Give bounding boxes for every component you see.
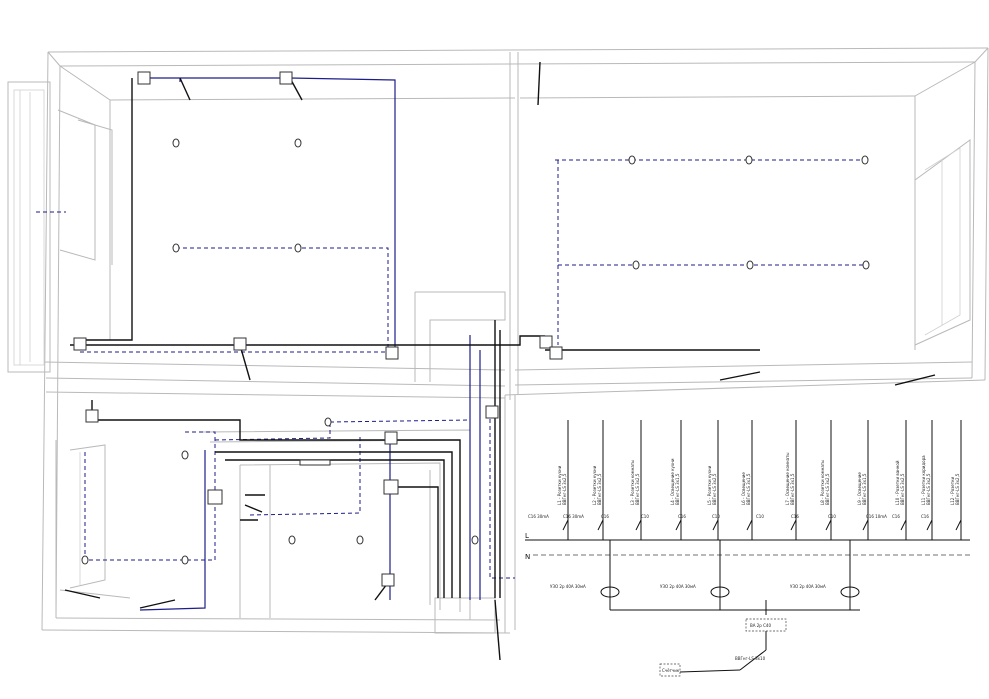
- feeder-label: L2 - Розетки кухни: [592, 465, 597, 505]
- feeder-breaker: C10: [641, 514, 649, 519]
- feeder-cable: ВВГнг-LS 3х2,5: [955, 473, 960, 505]
- feeder-breaker: C16 30mA: [563, 514, 584, 519]
- bus-label-n: N: [525, 553, 530, 561]
- feeder-cable: ВВГнг-LS 3х1,5: [746, 473, 751, 505]
- power-wiring: [64, 61, 936, 661]
- feeder-label: L5 - Розетки кухни: [707, 465, 712, 505]
- junction-boxes: [73, 71, 563, 587]
- feeder-label: L12 - Розетки: [950, 477, 955, 505]
- feeder-label: L8 - Розетки комнаты: [820, 460, 825, 505]
- feeder-cable: ВВГнг-LS 3х2,5: [712, 473, 717, 505]
- feeder-label: L7 - Освещение комнаты: [785, 452, 790, 505]
- light-points: [81, 138, 870, 565]
- feeder-breaker: C16 10mA: [866, 514, 887, 519]
- feeder-label: L3 - Розетки комнаты: [630, 460, 635, 505]
- feeder-cable: ВВГнг-LS 3х2,5: [900, 473, 905, 505]
- feeder-breaker: C16: [678, 514, 686, 519]
- feeder-label: L11 - Розетки коридора: [921, 455, 926, 505]
- feeder-cable: ВВГнг-LS 3х2,5: [562, 473, 567, 505]
- rcd: УЗО 2р 40А 30мА: [660, 540, 730, 610]
- lighting-wiring: [36, 77, 865, 611]
- rcd-label: УЗО 2р 40А 30мА: [660, 584, 696, 589]
- feeder-label: L10 - Розетки ванной: [895, 460, 900, 505]
- rcd: УЗО 2р 40А 30мА: [790, 540, 860, 610]
- feeder-cable: ВВГнг-LS 3х2,5: [926, 473, 931, 505]
- feeder-breaker: C16: [601, 514, 609, 519]
- feeder-cable: ВВГнг-LS 3х2,5: [635, 473, 640, 505]
- feeder-breaker: C16: [791, 514, 799, 519]
- feeder-breaker: C10: [756, 514, 764, 519]
- feeder-cable: ВВГнг-LS 3х1,5: [862, 473, 867, 505]
- main-breaker-label: ВА 2р С40: [750, 623, 771, 628]
- feeder-label: L6 - Освещение: [741, 472, 746, 505]
- feeder-label: L9 - Освещение: [857, 472, 862, 505]
- feeder-label: L1 - Розетки кухни: [557, 465, 562, 505]
- bus-label-l: L: [525, 532, 529, 540]
- feeder-breaker: C16: [921, 514, 929, 519]
- rcd-label: УЗО 2р 40А 30мА: [790, 584, 826, 589]
- feeder-cable: ВВГнг-LS 3х1,5: [675, 473, 680, 505]
- feeder-cable: ВВГнг-LS 3х2,5: [597, 473, 602, 505]
- feeder-cable: ВВГнг-LS 3х1,5: [790, 473, 795, 505]
- feeder-breaker: C16 30mA: [528, 514, 549, 519]
- building-walls: [7, 47, 989, 634]
- feeder-breaker: C16: [892, 514, 900, 519]
- rcd-label: УЗО 2р 40А 30мА: [550, 584, 586, 589]
- feeder-breaker: C10: [828, 514, 836, 519]
- meter-label: Счётчик: [662, 668, 680, 673]
- input-cable-label: ВВГнг-LS 3х10: [735, 656, 766, 661]
- feeder-label: L4 - Освещение кухни: [670, 458, 675, 505]
- feeder-breaker: C10: [712, 514, 720, 519]
- rcd-devices: УЗО 2р 40А 30мА УЗО 2р 40А 30мА УЗО 2р 40А…: [550, 540, 860, 610]
- rcd: УЗО 2р 40А 30мА: [550, 540, 620, 610]
- feeder-cable: ВВГнг-LS 3х2,5: [825, 473, 830, 505]
